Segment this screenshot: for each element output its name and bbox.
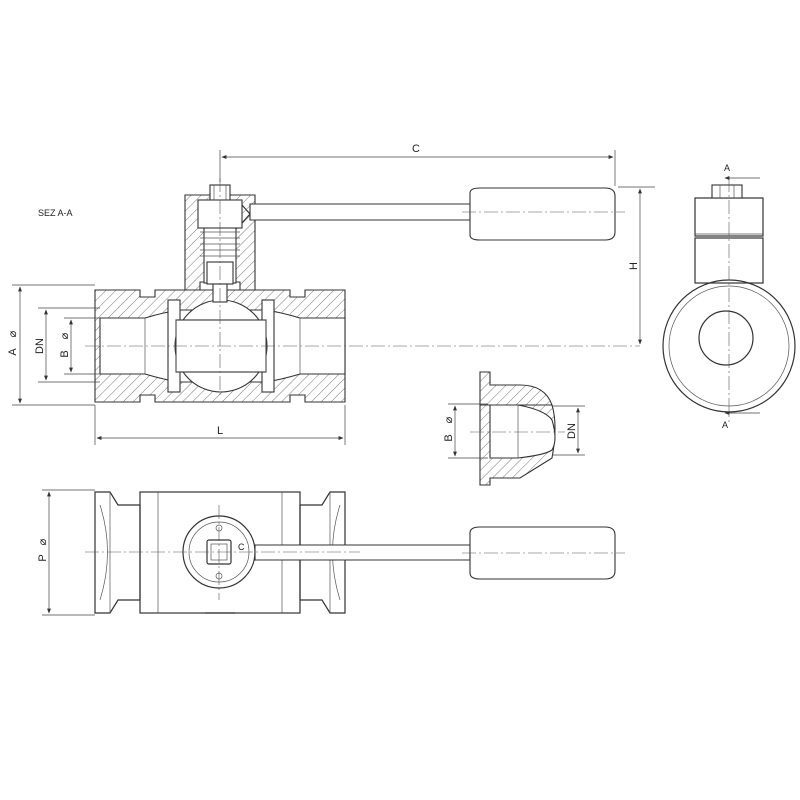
dim-b-diam: ⌀ — [59, 332, 71, 339]
dimension-l: L — [94, 405, 346, 445]
handle-bar — [249, 203, 471, 221]
section-mark-top: A — [724, 163, 730, 173]
dim-dn-detail-label: DN — [566, 423, 578, 439]
dim-p-diam: ⌀ — [37, 538, 49, 545]
dimension-a: A ⌀ — [7, 284, 95, 406]
top-view: C — [85, 491, 625, 614]
dimension-c: C — [219, 143, 616, 186]
dim-b-detail-label: B — [443, 434, 455, 441]
side-view: A A — [662, 163, 796, 430]
dimension-dn: DN — [34, 307, 100, 383]
section-view — [85, 178, 640, 403]
dimension-h: H — [618, 186, 655, 345]
dim-a-diam: ⌀ — [7, 330, 19, 337]
dim-l-label: L — [217, 425, 223, 437]
dimension-b: B ⌀ — [59, 317, 100, 375]
handle-bar-top — [254, 544, 471, 561]
dim-p-label: P — [37, 554, 49, 561]
handle-grip-top — [469, 526, 616, 580]
handle-grip — [469, 187, 616, 241]
section-label: SEZ A-A — [38, 208, 73, 218]
dim-h-label: H — [628, 262, 640, 270]
dimension-b-detail: B ⌀ — [443, 403, 488, 459]
dim-b-detail-diam: ⌀ — [443, 416, 455, 423]
dimension-p: P ⌀ — [37, 489, 95, 616]
logo-mark: C — [238, 542, 245, 552]
dim-b-label: B — [59, 350, 71, 357]
dim-c-label: C — [412, 143, 420, 155]
dim-dn-label: DN — [34, 338, 46, 354]
dim-a-label: A — [7, 348, 19, 356]
fitting-detail — [470, 371, 565, 486]
section-mark-bottom: A — [722, 420, 728, 430]
dimension-dn-detail: DN — [552, 405, 585, 456]
